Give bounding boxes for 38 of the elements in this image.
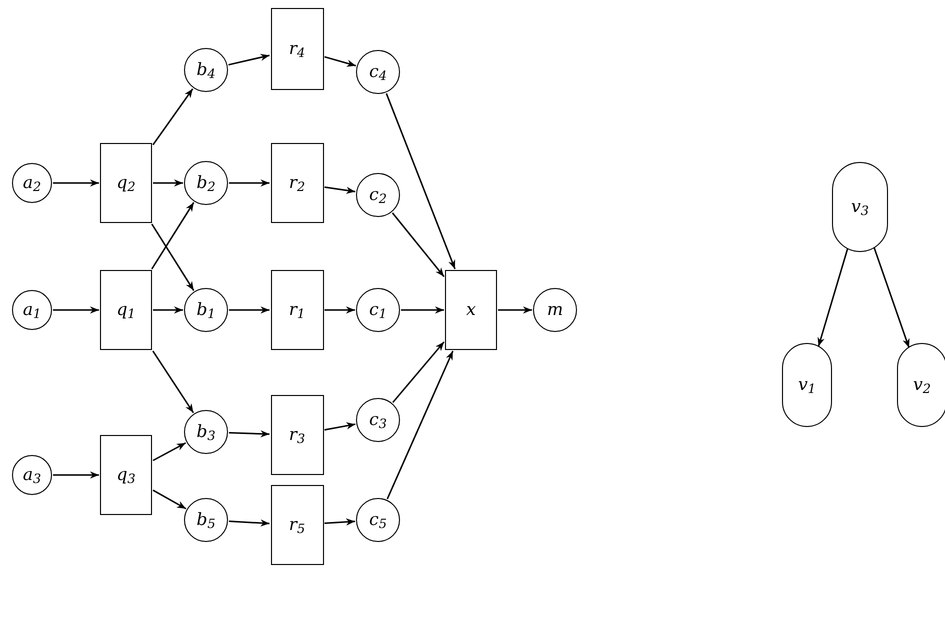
- arrow: [324, 306, 355, 314]
- arrow: [498, 306, 532, 314]
- arrow: [153, 179, 183, 187]
- arrow: [818, 248, 848, 347]
- arrow: [873, 247, 910, 348]
- arrow: [229, 306, 270, 314]
- arrow: [152, 490, 186, 510]
- box-node: r$_{3}$: [270, 395, 324, 475]
- arrow: [53, 471, 99, 479]
- arrow: [386, 350, 454, 500]
- arrow: [152, 88, 194, 146]
- box-node: q$_{1}$: [100, 270, 152, 350]
- arrow: [392, 341, 445, 403]
- arrow: [401, 306, 444, 314]
- box-node: r$_{2}$: [270, 143, 324, 223]
- arrow: [229, 179, 270, 187]
- arrow: [152, 442, 186, 462]
- arrow: [324, 56, 356, 67]
- arrow: [392, 212, 445, 278]
- arrow: [324, 422, 356, 431]
- arrow: [151, 224, 194, 291]
- arrow: [324, 186, 356, 194]
- box-node: q$_{3}$: [100, 435, 152, 515]
- arrow: [228, 54, 270, 66]
- box-node: x: [445, 270, 497, 350]
- arrow: [386, 93, 456, 270]
- arrow: [151, 202, 194, 270]
- box-node: r$_{4}$: [270, 8, 324, 90]
- arrow: [53, 306, 99, 314]
- arrow: [53, 179, 99, 187]
- arrow: [152, 350, 194, 414]
- arrow: [228, 430, 270, 438]
- box-node: r$_{5}$: [270, 485, 324, 565]
- box-node: q$_{2}$: [100, 143, 152, 223]
- box-node: r$_{1}$: [270, 270, 324, 350]
- arrow: [324, 518, 356, 526]
- arrow: [153, 306, 183, 314]
- arrow: [228, 519, 270, 527]
